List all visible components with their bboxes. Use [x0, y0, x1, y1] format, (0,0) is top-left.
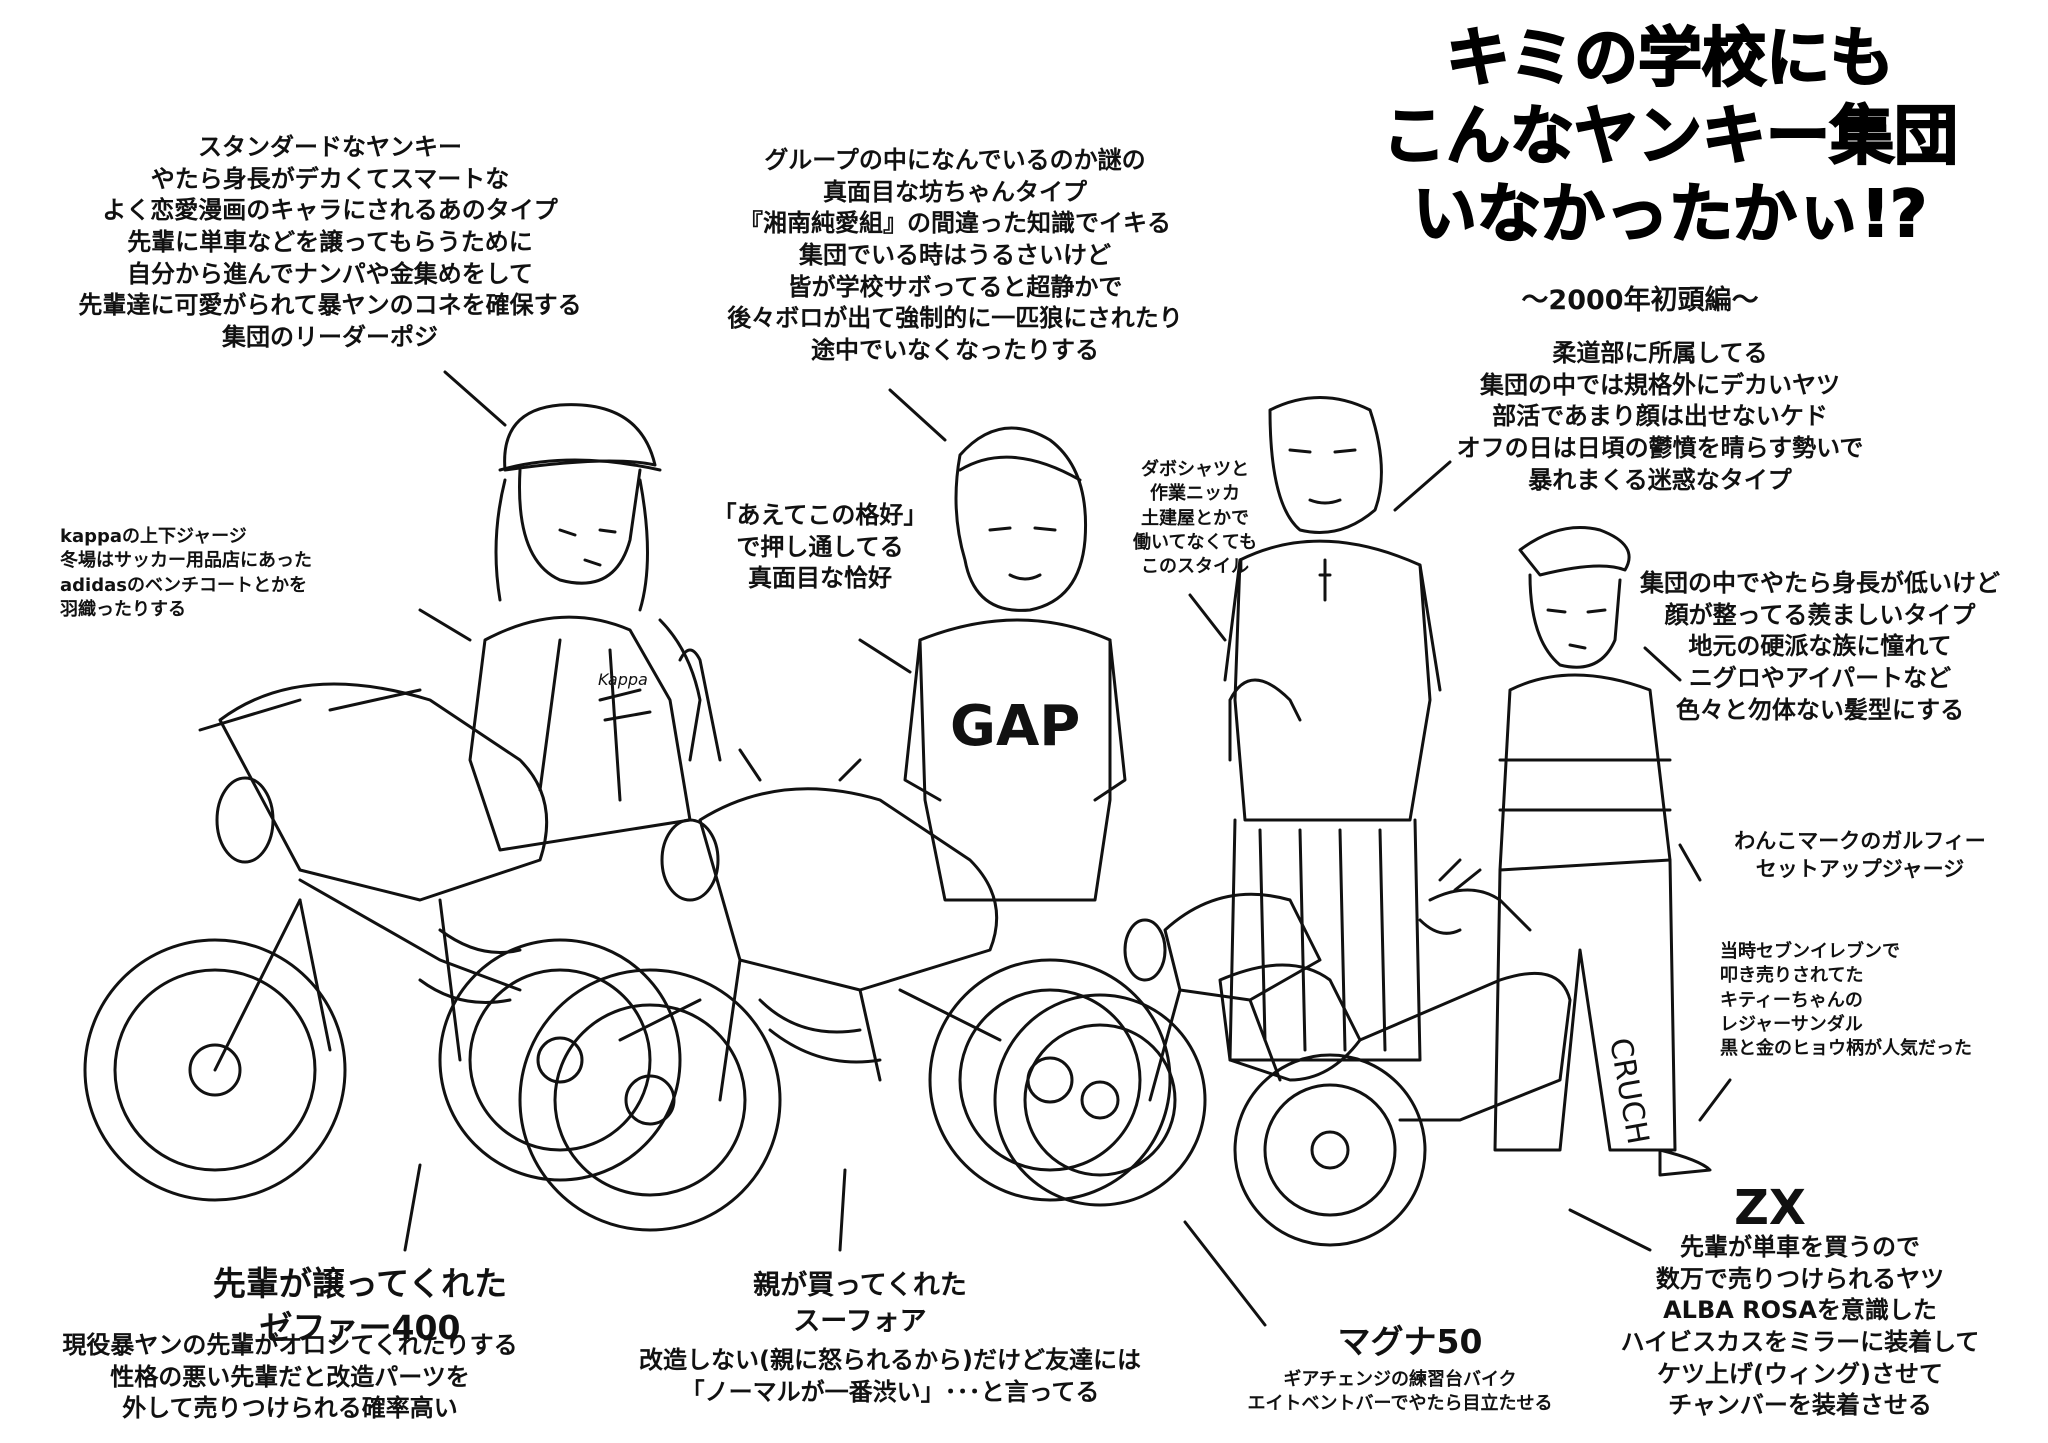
zephyr-pointer — [403, 1163, 422, 1252]
leader-pointer — [443, 370, 507, 427]
caption-superfour-heading: 親が買ってくれた スーフォア — [753, 1270, 967, 1337]
judo-character — [1223, 396, 1442, 1062]
caption-leader-outfit: kappaの上下ジャージ 冬場はサッカー用品店にあった adidasのベンチコー… — [60, 526, 312, 620]
caption-magna-heading: マグナ50 — [1337, 1322, 1483, 1361]
leader-outfit-pointer — [418, 608, 472, 642]
serious-pointer — [888, 388, 947, 442]
zx-pointer — [1568, 1208, 1652, 1252]
caption-zx-body: 先輩が単車を買うので 数万で売りつけられるヤツ ALBA ROSAを意識した ハ… — [1620, 1233, 1980, 1420]
short-outfit-pointer — [1678, 843, 1702, 882]
caption-serious-outfit: 「あえてこの格好」 で押し通してる 真面目な恰好 — [712, 501, 928, 593]
caption-magna-body: ギアチェンジの練習台バイク エイトベントバーでやたら目立たせる — [1247, 1369, 1553, 1415]
caption-zephyr-body: 現役暴ヤンの先輩がオロシてくれたりする 性格の悪い先輩だと改造パーツを 外して売… — [62, 1331, 518, 1423]
jersey-text: CRUCH — [1602, 1035, 1655, 1147]
zephyr-bike — [83, 618, 702, 1202]
page-title: キミの学校にも こんなヤンキー集団 いなかったかぃ!? — [1381, 21, 1959, 253]
caption-superfour-body: 改造しない(親に怒られるから)だけど友達には 「ノーマルが一番渋い」･･･と言っ… — [639, 1346, 1141, 1406]
caption-short-outfit: わんこマークのガルフィー セットアップジャージ — [1734, 829, 1986, 881]
caption-leader: スタンダードなヤンキー やたら身長がデカくてスマートな よく恋愛漫画のキャラにさ… — [78, 133, 582, 352]
caption-zephyr-heading: 先輩が譲ってくれた ゼファー400 — [212, 1264, 508, 1347]
sf-pointer — [838, 1168, 847, 1252]
judo-pointer — [1393, 460, 1452, 512]
caption-sandals: 当時セブンイレブンで 叩き売りされてた キティーちゃんの レジャーサンダル 黒と… — [1720, 941, 1972, 1060]
caption-zx-heading: ZX — [1734, 1180, 1806, 1236]
serious-outfit-pointer — [858, 638, 912, 674]
serious-character: GAP — [903, 426, 1127, 902]
magna-bike — [993, 678, 1322, 1207]
short-pointer — [1643, 646, 1682, 682]
caption-judo-outfit: ダボシャツと 作業ニッカ 土建屋とかで 働いてなくても このスタイル — [1132, 459, 1258, 578]
leader-character: Kappa — [468, 403, 692, 852]
caption-short: 集団の中でやたら身長が低いけど 顔が整ってる羨ましいタイプ 地元の硬派な族に憧れ… — [1640, 569, 2000, 724]
superfour-bike — [518, 648, 1172, 1232]
caption-serious: グループの中になんでいるのか謎の 真面目な坊ちゃんタイプ 『湘南純愛組』の間違っ… — [727, 146, 1183, 365]
judo-outfit-pointer — [1188, 593, 1227, 642]
page-subtitle: ～2000年初頭編～ — [1521, 285, 1759, 316]
svg-text:Kappa: Kappa — [598, 670, 648, 689]
hoodie-logo-text: GAP — [950, 694, 1080, 759]
sandals-pointer — [1698, 1078, 1732, 1122]
magna-pointer — [1183, 1220, 1267, 1327]
caption-judo: 柔道部に所属してる 集団の中では規格外にデカいヤツ 部活であまり顔は出せないケド… — [1456, 339, 1864, 494]
zx-scooter — [1218, 858, 1572, 1247]
